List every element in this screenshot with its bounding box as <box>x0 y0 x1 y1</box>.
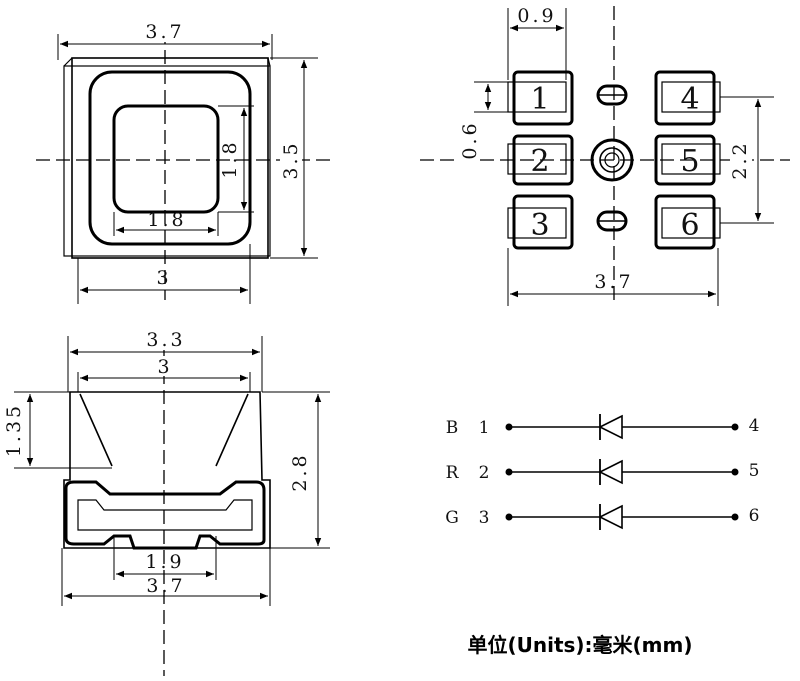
color-label: R <box>446 463 460 483</box>
side-height-label: 1.35 <box>3 403 25 457</box>
side-width-label: 3.7 <box>146 575 185 597</box>
pitch-label: 0.9 <box>517 5 556 27</box>
unit-note: 单位(Units):毫米(mm) <box>467 633 692 657</box>
color-label: B <box>446 418 459 438</box>
side-top-label: 3.3 <box>146 329 185 351</box>
pad-number: 2 <box>530 144 549 179</box>
top-view <box>36 30 330 304</box>
span-label: 2.2 <box>729 140 751 179</box>
side-inner-label: 3 <box>157 356 172 378</box>
pad-number: 6 <box>680 208 699 243</box>
body-width-label: 3 <box>156 267 171 289</box>
pad-label: 0.6 <box>459 120 481 159</box>
lens-width-label: 1.8 <box>147 209 186 231</box>
bottom-width-label: 3.7 <box>594 271 633 293</box>
bottom-view <box>420 6 790 306</box>
diode-row-r <box>505 459 739 485</box>
top-height-label: 3.5 <box>280 140 302 179</box>
pin-in-label: 2 <box>479 463 490 483</box>
schematic <box>505 414 739 530</box>
diode-row-b <box>505 414 739 440</box>
lens-height-label: 1.8 <box>219 139 241 178</box>
pin-in-label: 3 <box>479 508 490 528</box>
side-total-height-label: 2.8 <box>289 452 311 491</box>
pin-in-label: 1 <box>479 418 490 438</box>
color-label: G <box>445 508 459 528</box>
pin-out-label: 4 <box>749 416 760 436</box>
side-view <box>14 330 330 676</box>
pin-out-label: 6 <box>749 506 760 526</box>
pad-number: 4 <box>680 82 699 117</box>
diode-row-g <box>505 504 739 530</box>
pad-number: 5 <box>680 144 699 179</box>
side-base-label: 1.9 <box>145 551 184 573</box>
pad-number: 1 <box>530 82 549 117</box>
pin-out-label: 5 <box>749 461 760 481</box>
pad-number: 3 <box>530 208 549 243</box>
top-width-label: 3.7 <box>145 21 184 43</box>
